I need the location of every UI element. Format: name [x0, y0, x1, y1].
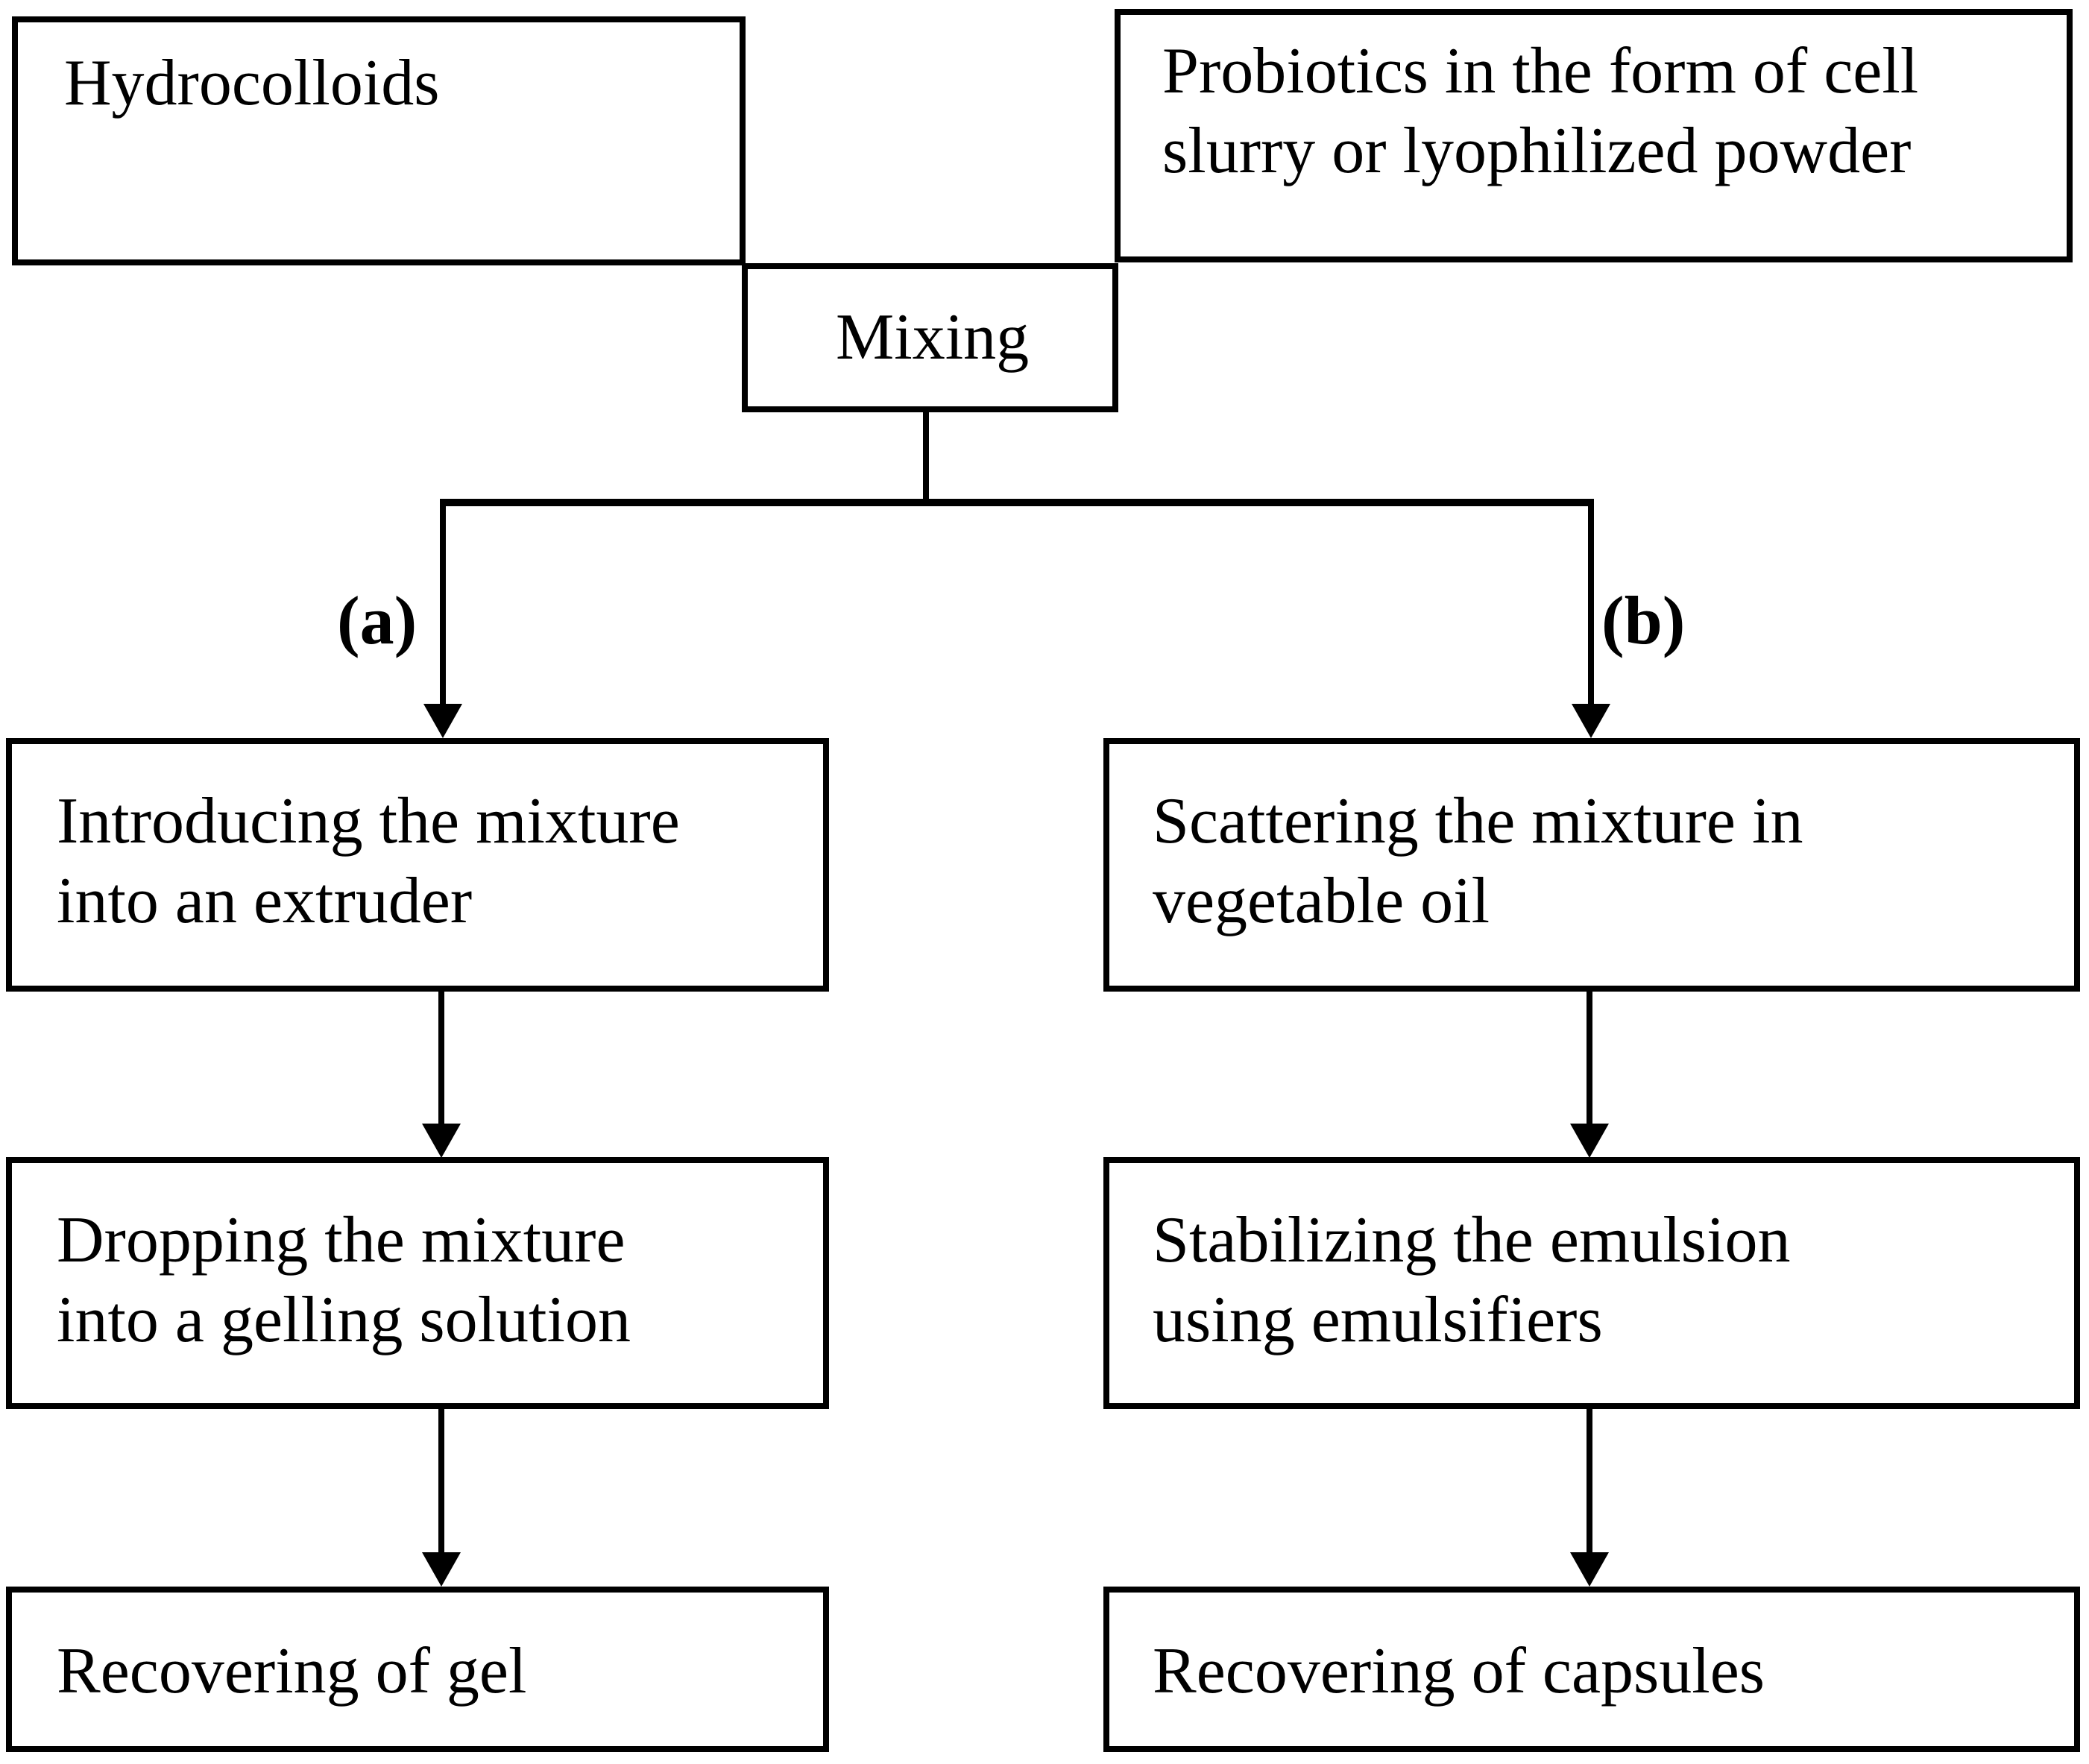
arrowhead-dropping-to-gel-icon	[422, 1552, 461, 1587]
branch-label-a: (a)	[337, 582, 418, 658]
node-extruder: Introducing the mixture into an extruder	[6, 738, 829, 992]
node-probiotics-label: Probiotics in the form of cell slurry or…	[1162, 35, 1919, 188]
node-hydrocolloids: Hydrocolloids	[12, 16, 746, 265]
node-gel-label: Recovering of gel	[57, 1635, 527, 1707]
arrowhead-branch-b-icon	[1572, 704, 1610, 738]
connector-branch-b-line	[1588, 499, 1594, 706]
connector-dropping-to-gel	[438, 1409, 444, 1554]
node-extruder-label: Introducing the mixture into an extruder	[57, 785, 680, 938]
node-gel: Recovering of gel	[6, 1587, 829, 1752]
node-dropping-label: Dropping the mixture into a gelling solu…	[57, 1204, 631, 1357]
node-scattering-label: Scattering the mixture in vegetable oil	[1153, 785, 1803, 938]
arrowhead-branch-a-icon	[423, 704, 462, 738]
connector-branch-bar	[440, 499, 1594, 506]
arrowhead-scattering-to-stabilizing-icon	[1570, 1124, 1609, 1158]
node-mixing-label: Mixing	[836, 301, 1030, 374]
connector-stabilizing-to-capsules	[1587, 1409, 1592, 1554]
connector-branch-a-line	[440, 499, 446, 706]
node-capsules-label: Recovering of capsules	[1153, 1635, 1765, 1707]
node-mixing: Mixing	[742, 263, 1118, 412]
branch-label-b: (b)	[1601, 582, 1686, 658]
arrowhead-extruder-to-dropping-icon	[422, 1124, 461, 1158]
node-stabilizing-label: Stabilizing the emulsion using emulsifie…	[1153, 1204, 1791, 1357]
node-dropping: Dropping the mixture into a gelling solu…	[6, 1157, 829, 1409]
node-capsules: Recovering of capsules	[1103, 1587, 2080, 1752]
node-stabilizing: Stabilizing the emulsion using emulsifie…	[1103, 1157, 2080, 1409]
node-scattering: Scattering the mixture in vegetable oil	[1103, 738, 2080, 992]
connector-mixing-stem	[923, 412, 929, 505]
node-hydrocolloids-label: Hydrocolloids	[64, 47, 440, 119]
connector-scattering-to-stabilizing	[1587, 992, 1592, 1126]
node-probiotics: Probiotics in the form of cell slurry or…	[1115, 9, 2073, 262]
connector-extruder-to-dropping	[438, 992, 444, 1126]
arrowhead-stabilizing-to-capsules-icon	[1570, 1552, 1609, 1587]
